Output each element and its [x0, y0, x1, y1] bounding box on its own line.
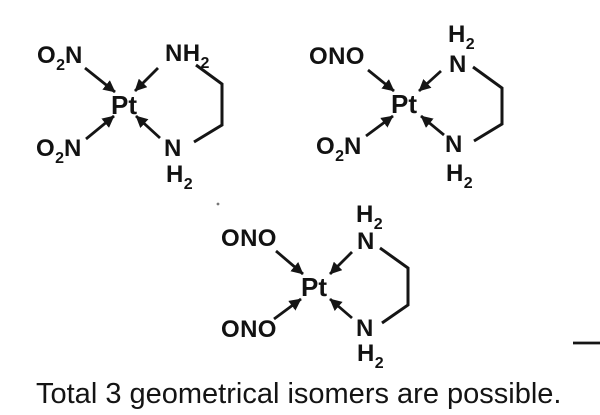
amine-label-top-right: NH2: [165, 40, 210, 72]
bond-arrow-s3-top-right: [329, 251, 353, 275]
bond-arrow-s1-bottom-left: [85, 114, 115, 141]
amine-label-bottom-right-n: N: [164, 135, 182, 162]
amine-label-bottom-right-h2: H2: [357, 340, 384, 372]
ligand-label-nitrito-top-left: ONO: [221, 225, 277, 252]
ligand-label-nitrito-top-left: ONO: [309, 43, 365, 70]
bond-arrow-s2-top-left: [367, 68, 395, 93]
amine-label-top-right-h2: H2: [356, 201, 383, 233]
ligand-label-nitrito-bottom-left: ONO: [221, 316, 277, 343]
amine-label-top-right-h2: H2: [448, 21, 475, 53]
bond-arrow-s2-bottom-right: [420, 114, 445, 137]
amine-label-bottom-right-h2: H2: [446, 160, 473, 192]
amine-label-bottom-right-h2: H2: [166, 161, 193, 193]
ligand-label-nitro-bottom-left: O2N: [36, 135, 82, 167]
caption-text: Total 3 geometrical isomers are possible…: [36, 378, 562, 410]
bond-arrow-s2-bottom-left: [365, 114, 394, 138]
metal-label-pt: Pt: [391, 89, 417, 119]
amine-label-top-right-n: N: [357, 228, 375, 255]
bond-arrow-s3-bottom-right: [329, 297, 353, 320]
amine-label-top-right-n: N: [449, 51, 467, 78]
ligand-label-nitro-bottom-left: O2N: [316, 133, 362, 165]
ethylenediamine-bridge-s1: [193, 63, 224, 144]
stray-dot-artifact: [216, 202, 220, 206]
metal-label-pt: Pt: [111, 90, 137, 120]
ethylenediamine-bridge-s2: [472, 65, 504, 143]
ligand-label-nitro-top-left: O2N: [37, 42, 83, 74]
metal-label-pt: Pt: [301, 272, 327, 302]
bond-arrow-s3-bottom-left: [273, 297, 302, 321]
bond-arrow-s2-top-right: [418, 69, 442, 93]
bond-arrow-s1-top-left: [84, 66, 116, 94]
amine-label-bottom-right-n: N: [445, 131, 463, 158]
bond-arrow-s1-bottom-right: [135, 114, 161, 140]
bond-arrow-s1-top-right: [134, 67, 159, 92]
ethylenediamine-bridge-s3: [379, 246, 410, 325]
amine-label-bottom-right-n: N: [356, 315, 374, 342]
bond-arrow-s3-top-left: [275, 249, 304, 276]
